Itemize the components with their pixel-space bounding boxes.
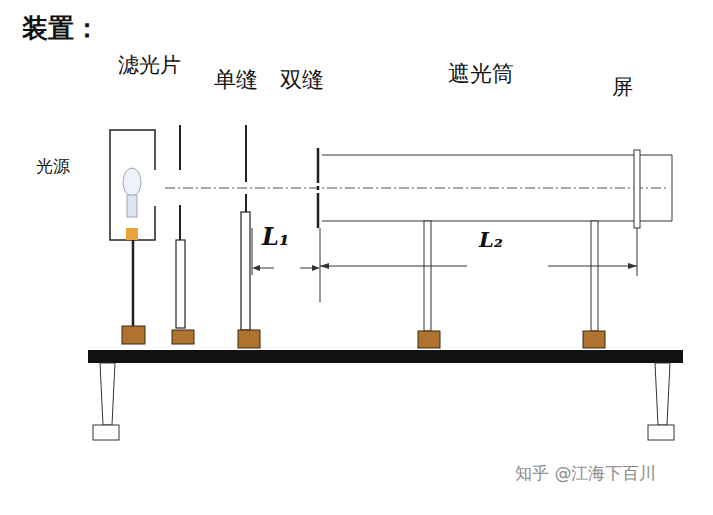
part-label: 滤光片: [118, 54, 181, 77]
part-label: 屏: [612, 76, 633, 99]
part-label: 光源: [36, 157, 70, 176]
dimension-label: L₂: [479, 228, 503, 251]
part-label: 双缝: [280, 68, 324, 92]
dimension-label: L₁: [262, 224, 289, 250]
part-label: 遮光筒: [448, 62, 514, 86]
diagram-title: 装置：: [22, 14, 100, 43]
watermark: 知乎 @江海下百川: [515, 464, 656, 483]
part-label: 单缝: [214, 68, 258, 92]
